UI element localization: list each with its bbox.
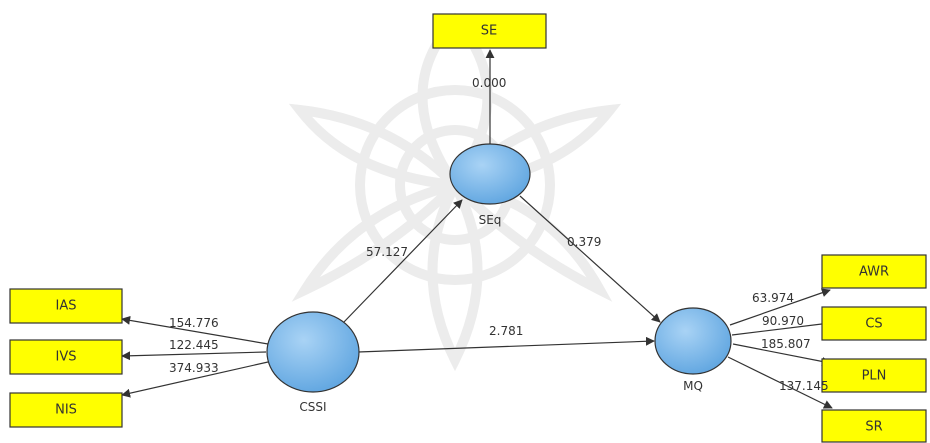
path-seq-mq (519, 195, 661, 323)
indicator-awr: AWR (821, 254, 927, 289)
construct-cssi: CSSI (266, 311, 360, 414)
coefficient-cssi-nis: 374.933 (169, 361, 219, 375)
construct-label: SEq (479, 213, 502, 227)
indicator-cs: CS (821, 306, 927, 341)
coefficient-mq-cs: 90.970 (762, 314, 804, 328)
path-mq-sr (727, 356, 833, 409)
indicator-label: AWR (859, 265, 889, 280)
coefficient-seq-mq: 0.379 (567, 235, 601, 249)
coefficient-cssi-seq: 57.127 (366, 245, 408, 259)
indicator-ias: IAS (9, 288, 123, 324)
indicator-label: CS (865, 317, 882, 332)
coefficient-seq-se: 0.000 (472, 76, 506, 90)
path-mq-cs (731, 319, 831, 336)
coefficient-cssi-ivs: 122.445 (169, 338, 219, 352)
path-cssi-ivs (121, 351, 267, 361)
indicator-pln: PLN (821, 358, 927, 393)
path-cssi-nis (121, 361, 269, 398)
indicator-se: SE (432, 13, 547, 49)
indicator-label: IAS (56, 299, 77, 314)
coefficient-cssi-mq: 2.781 (489, 324, 523, 338)
coefficient-mq-sr: 137.145 (779, 379, 829, 393)
path-cssi-mq (357, 336, 655, 353)
construct-label: MQ (683, 379, 703, 393)
indicator-label: PLN (862, 369, 887, 384)
indicator-label: SE (481, 24, 497, 39)
indicator-nis: NIS (9, 392, 123, 428)
coefficient-mq-pln: 185.807 (761, 337, 811, 351)
construct-seq: SEq (449, 143, 531, 227)
path-mq-pln (732, 343, 831, 366)
path-mq-awr (729, 288, 831, 326)
path-cssi-seq (342, 199, 463, 324)
construct-mq: MQ (654, 307, 732, 393)
indicator-sr: SR (821, 409, 927, 443)
coefficient-cssi-ias: 154.776 (169, 316, 219, 330)
coefficient-mq-awr: 63.974 (752, 291, 794, 305)
watermark-logo (288, 12, 622, 372)
path-cssi-ias (121, 315, 269, 345)
indicator-label: IVS (56, 350, 77, 365)
indicator-ivs: IVS (9, 339, 123, 375)
indicator-label: NIS (55, 403, 77, 418)
indicator-label: SR (865, 420, 882, 435)
construct-label: CSSI (299, 400, 326, 414)
